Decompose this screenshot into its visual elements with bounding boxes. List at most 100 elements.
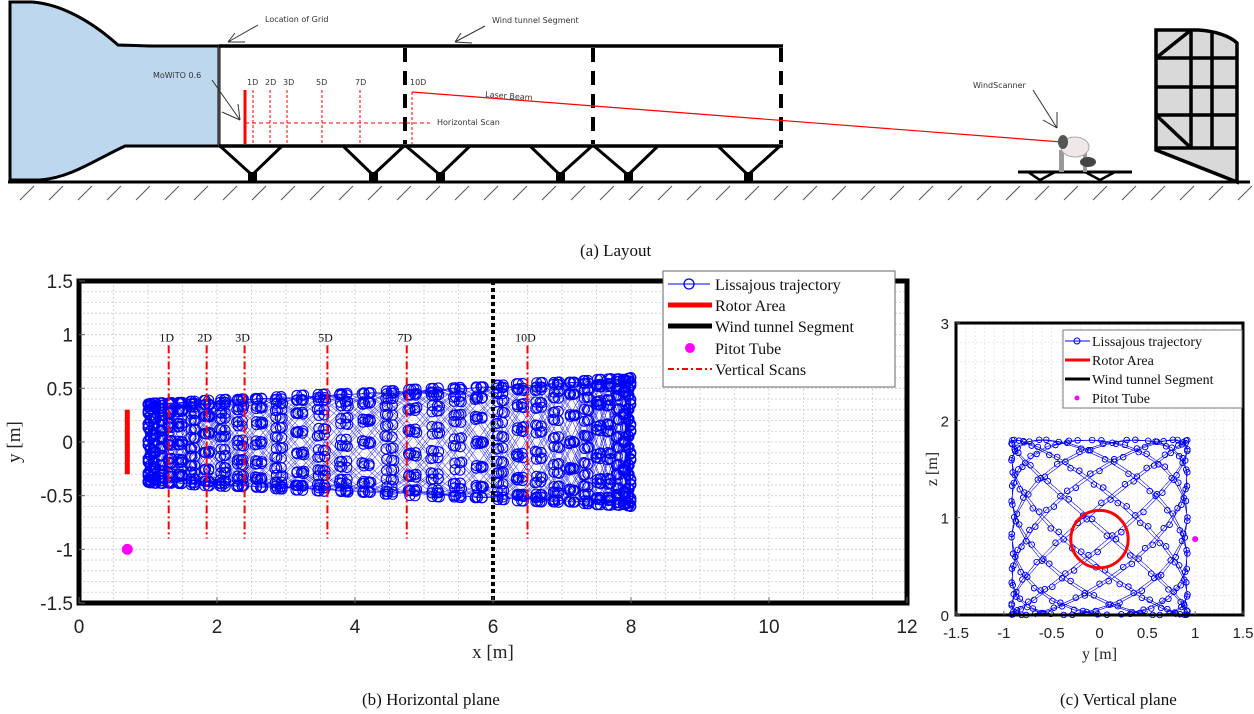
trajectory-marker: [335, 400, 347, 412]
trajectory-marker: [1065, 437, 1072, 444]
trajectory-marker: [1008, 534, 1015, 541]
trajectory-marker: [317, 394, 330, 406]
trajectory-marker: [1183, 483, 1191, 490]
trajectory-marker: [535, 401, 548, 413]
trajectory-marker: [175, 454, 187, 466]
inlet-contraction: [8, 0, 221, 182]
trajectory-marker: [1021, 439, 1028, 446]
trajectory-marker: [1038, 557, 1046, 564]
trajectory-marker: [235, 454, 247, 466]
trajectory-marker: [1062, 458, 1069, 465]
trajectory-marker: [625, 453, 637, 465]
trajectory-marker: [1116, 599, 1123, 606]
trajectory-marker: [215, 424, 227, 436]
trajectory-marker: [513, 383, 525, 395]
label-horizontal-scan: Horizontal Scan: [437, 118, 500, 127]
trajectory-marker: [382, 393, 394, 405]
trajectory-marker: [1184, 446, 1191, 453]
trajectory-marker: [1081, 590, 1088, 597]
trajectory-marker: [148, 397, 160, 409]
x-tick-label: 0.5: [1137, 625, 1158, 642]
trajectory-marker: [1169, 436, 1176, 443]
trajectory-marker: [359, 435, 371, 447]
trajectory-marker: [1145, 523, 1152, 530]
y-tick-label: 1: [62, 326, 73, 347]
trajectory-marker: [535, 471, 547, 483]
trajectory-marker: [592, 499, 604, 511]
trajectory-marker: [188, 423, 200, 436]
trajectory-marker: [551, 486, 563, 498]
trajectory-marker: [1171, 559, 1178, 566]
trajectory-marker: [495, 467, 507, 479]
trajectory-marker: [1009, 501, 1016, 508]
trajectory-marker: [593, 494, 606, 506]
trajectory-marker: [1123, 503, 1130, 510]
trajectory-marker: [625, 379, 637, 391]
trajectory-marker: [1058, 575, 1066, 582]
trajectory-marker: [1009, 582, 1016, 589]
trajectory-marker: [564, 485, 576, 497]
legend-item-rotor: Rotor Area: [715, 298, 786, 315]
trajectory-marker: [313, 422, 325, 434]
trajectory-marker: [1160, 438, 1167, 445]
label-windscanner: WindScanner: [973, 81, 1027, 90]
trajectory-marker: [552, 392, 565, 404]
trajectory-marker: [1170, 476, 1177, 483]
trajectory-marker: [1057, 599, 1064, 606]
trajectory-marker: [591, 379, 604, 391]
trajectory-marker: [336, 473, 348, 485]
trajectory-marker: [1161, 463, 1169, 470]
trajectory-marker: [593, 399, 605, 411]
trajectory-marker: [1096, 580, 1103, 587]
trajectory-marker: [359, 486, 371, 498]
trajectory-marker: [251, 455, 263, 467]
trajectory-marker: [1146, 487, 1153, 495]
trajectory-marker: [431, 428, 444, 440]
trajectory-marker: [1085, 447, 1092, 454]
trajectory-marker: [1053, 460, 1061, 468]
trajectory-marker: [1140, 508, 1147, 516]
trajectory-marker: [271, 431, 283, 443]
trajectory-marker: [1050, 503, 1058, 510]
trajectory-marker: [1125, 470, 1132, 477]
trajectory-marker: [1175, 442, 1182, 449]
trajectory-marker: [270, 443, 282, 455]
trajectory-marker: [450, 409, 462, 421]
legend-item-trajectory: Lissajous trajectory: [1092, 335, 1202, 350]
trajectory-marker: [427, 452, 439, 464]
marker-3d: 3D: [283, 78, 294, 87]
marker-7d: 7D: [355, 78, 366, 87]
trajectory-marker: [497, 379, 509, 391]
trajectory-marker: [236, 400, 248, 412]
trajectory-marker: [496, 406, 508, 418]
trajectory-marker: [1072, 484, 1079, 491]
trajectory-marker: [1112, 536, 1120, 543]
trajectory-marker: [275, 470, 287, 482]
trajectory-marker: [313, 429, 325, 441]
trajectory-marker: [1012, 553, 1019, 561]
trajectory-marker: [142, 435, 154, 447]
label-laser: Laser Beam: [485, 90, 533, 102]
trajectory-marker: [427, 382, 439, 394]
trajectory-marker: [1010, 479, 1017, 487]
trajectory-marker: [531, 420, 543, 432]
vertical-scan-label: 3D: [235, 331, 250, 345]
trajectory-marker: [202, 410, 214, 422]
trajectory-marker: [1100, 484, 1107, 491]
trajectory-marker: [1121, 481, 1129, 488]
trajectory-marker: [218, 475, 230, 487]
trajectory-marker: [623, 497, 635, 509]
trajectory-marker: [188, 479, 200, 491]
trajectory-marker: [188, 401, 200, 413]
y-tick-label: 0: [941, 608, 949, 625]
trajectory-marker: [548, 386, 560, 398]
trajectory-marker: [219, 443, 231, 456]
trajectory-marker: [1011, 471, 1018, 479]
trajectory-marker: [233, 434, 245, 446]
trajectory-marker: [534, 453, 547, 465]
trajectory-marker: [581, 415, 593, 427]
trajectory-marker: [1090, 592, 1098, 599]
trajectory-marker: [531, 470, 543, 482]
trajectory-marker: [1133, 445, 1141, 452]
trajectory-marker: [454, 390, 467, 402]
